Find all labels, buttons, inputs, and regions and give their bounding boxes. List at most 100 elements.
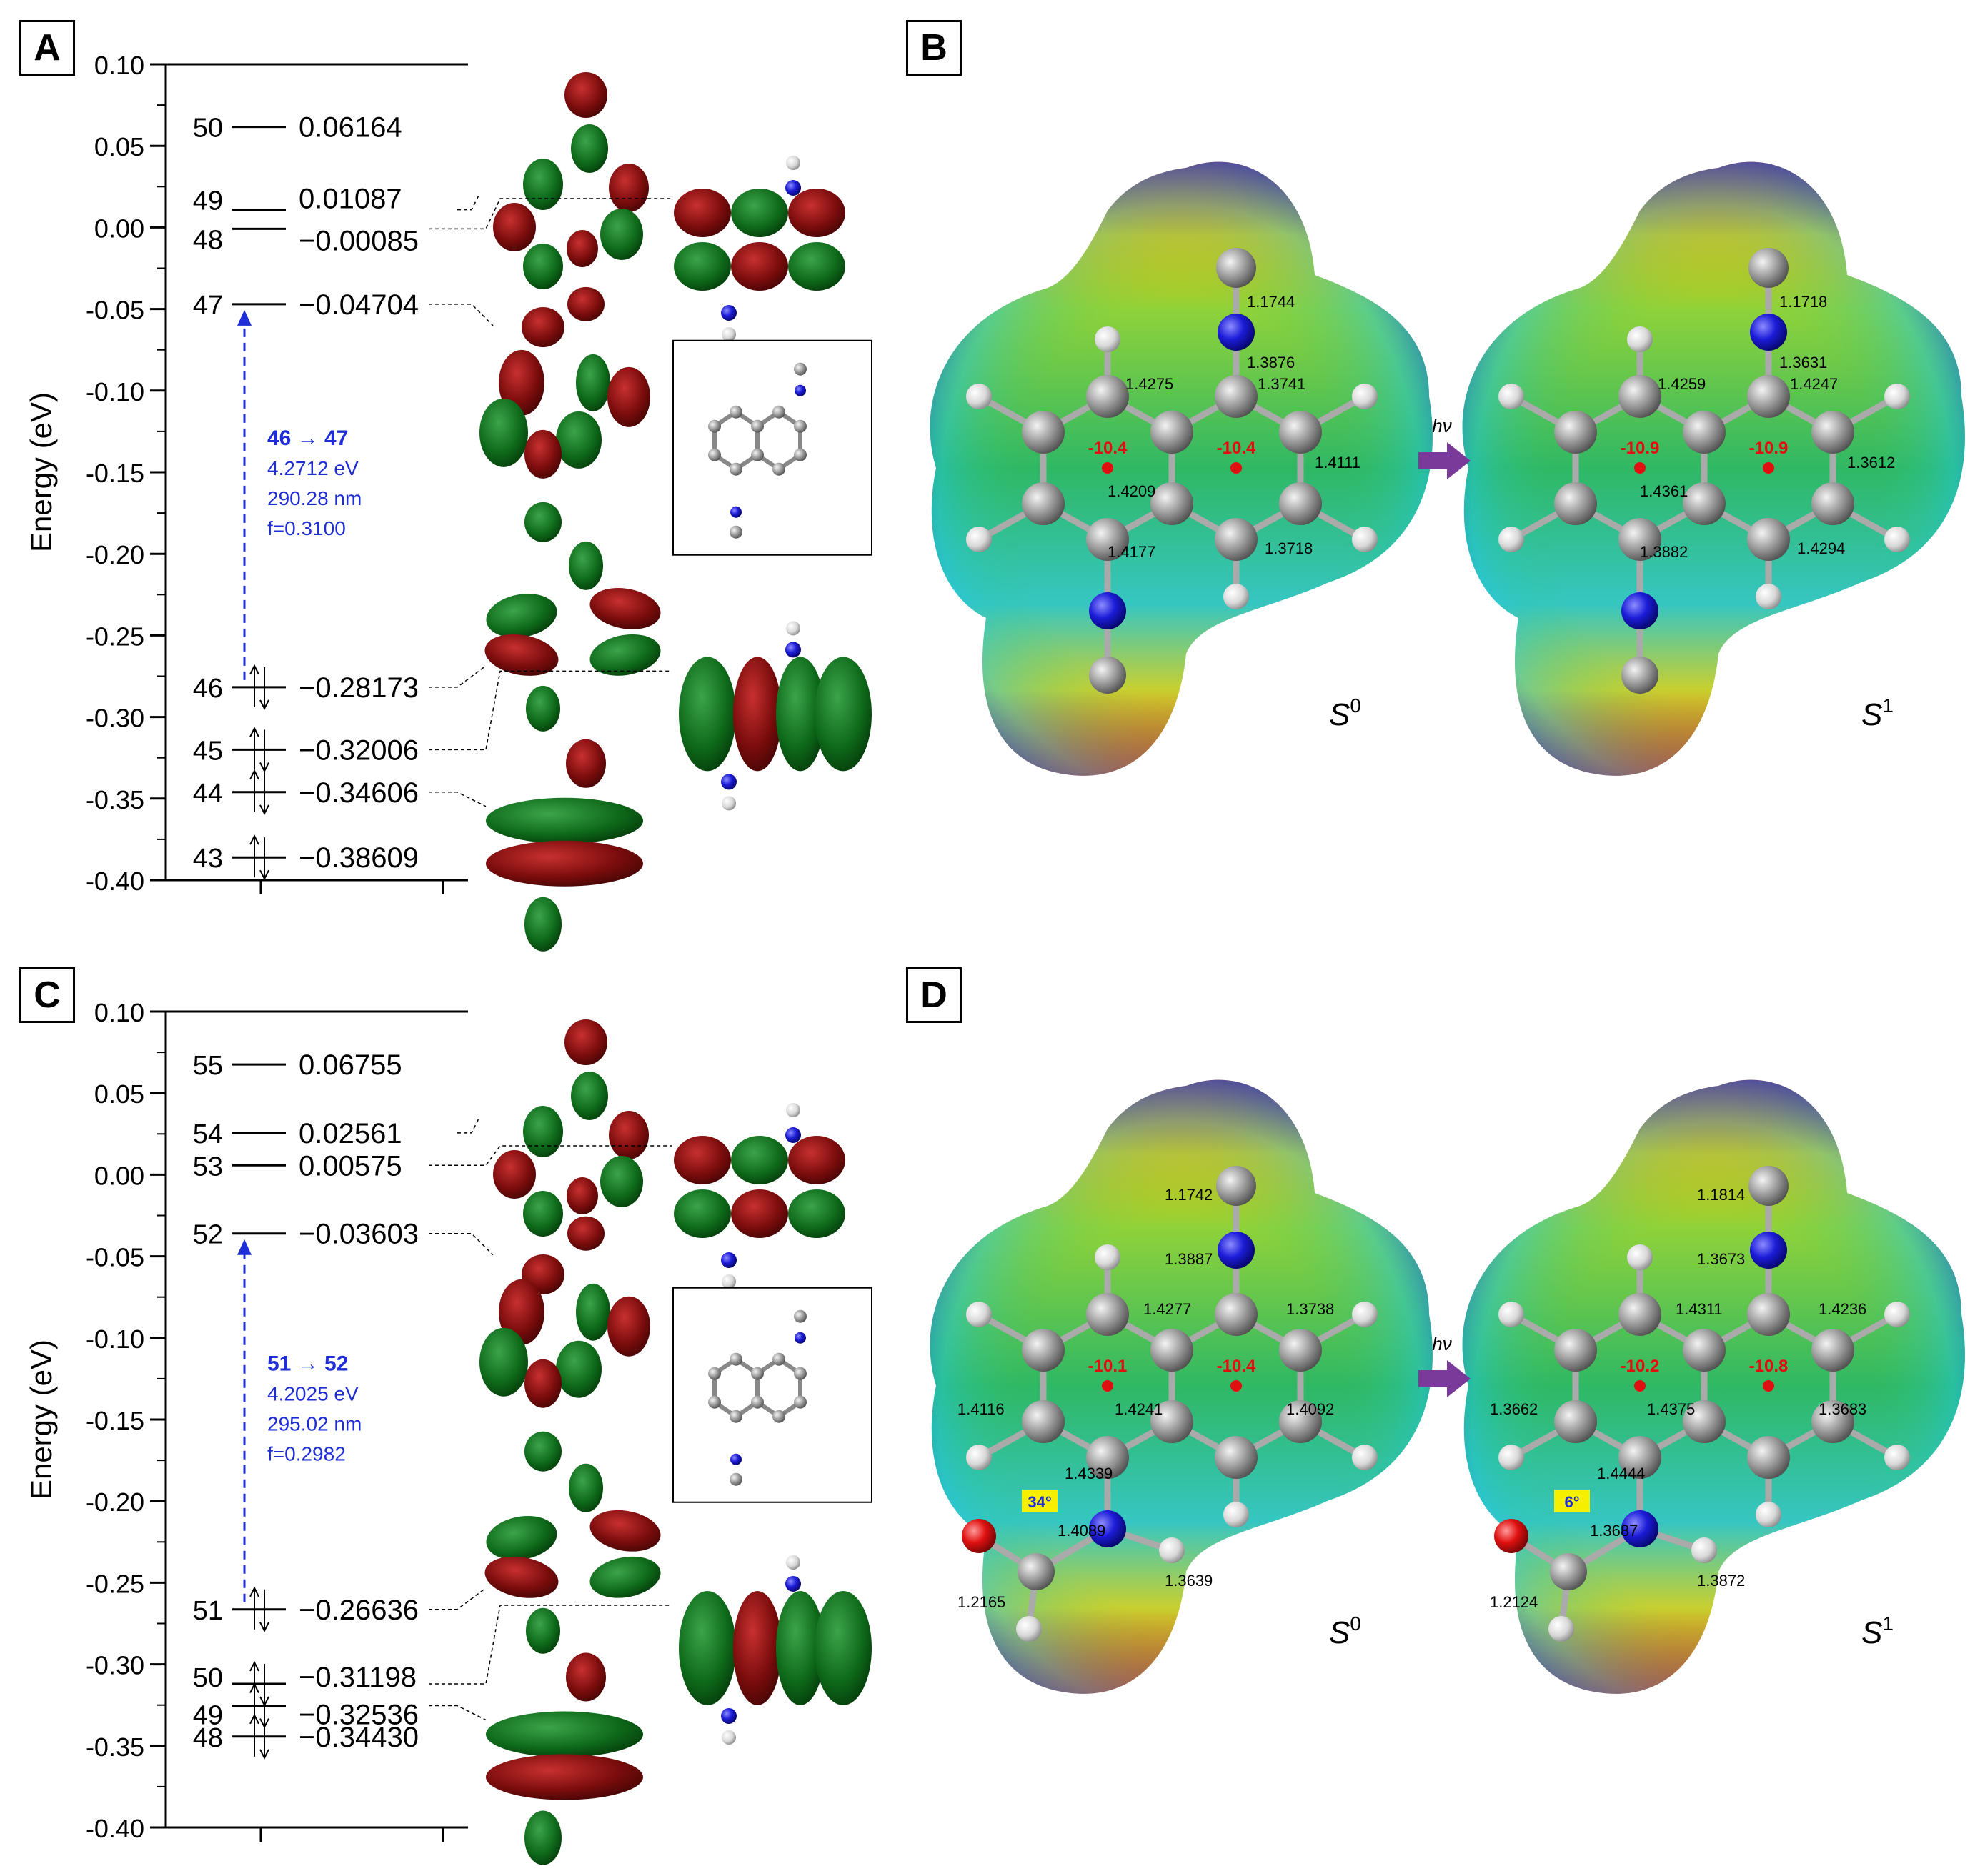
esp-surface-shading	[930, 1079, 1433, 1694]
carbon-atom	[1683, 1400, 1726, 1443]
carbon-atom	[1621, 657, 1658, 694]
bond-length-label: 1.3741	[1258, 375, 1305, 393]
orbital-lobe-negative	[486, 594, 557, 638]
bond-length-label: 1.4339	[1065, 1465, 1113, 1482]
orbital-lobe-positive	[493, 203, 536, 251]
orbital-number: 55	[193, 1051, 223, 1081]
bond-length-label: 1.4275	[1125, 375, 1173, 393]
hydrogen-atom	[966, 1302, 992, 1327]
carbon-atom	[1747, 518, 1790, 561]
nics-value: -10.8	[1749, 1357, 1789, 1376]
orbital-energy-value: −0.38609	[299, 842, 419, 874]
orbital-lobe-negative	[815, 1590, 872, 1705]
y-axis-label: Energy (eV)	[24, 1339, 58, 1500]
orbital-connector	[429, 665, 487, 688]
orbital-lobe-negative	[526, 1607, 560, 1654]
y-tick-label: 0.00	[94, 1161, 144, 1190]
orbital-pictures-a	[429, 72, 872, 952]
orbital-lobe-negative	[731, 189, 788, 237]
state-letter: S	[1861, 1615, 1882, 1650]
transition-energy: 4.2025 eV	[267, 1383, 359, 1405]
nitrogen-atom	[1089, 592, 1126, 629]
energy-axis-c: 0.100.050.00-0.05-0.10-0.15-0.20-0.25-0.…	[24, 998, 468, 1843]
hydrogen-atom	[1498, 384, 1524, 409]
orbital-number: 49	[193, 186, 223, 216]
hydrogen-atom	[1352, 1445, 1378, 1470]
bond-length-label: 1.3662	[1490, 1400, 1538, 1418]
carbon-atom	[1618, 518, 1661, 561]
hydrogen-atom	[1627, 1244, 1653, 1270]
orbital-lobe-negative	[788, 242, 845, 291]
oscillator-strength: f=0.2982	[267, 1443, 346, 1465]
orbital-connector	[429, 198, 672, 230]
state-superscript: 0	[1350, 694, 1361, 717]
orbital-lobe-negative	[556, 1340, 602, 1398]
dihedral-angle-value: 34°	[1028, 1493, 1051, 1511]
hydrogen-atom	[1352, 384, 1378, 409]
orbital-lobe-negative	[576, 354, 610, 411]
orbital-lobe-negative	[600, 209, 643, 260]
bond-length-label: 1.4177	[1108, 543, 1155, 561]
orbital-lobe-negative	[556, 411, 602, 469]
spin-down-head	[259, 1749, 269, 1760]
orbital-connector	[429, 1705, 487, 1721]
bond-length-label: 1.4259	[1658, 375, 1706, 393]
carbon-atom	[1811, 411, 1854, 454]
state-superscript: 0	[1350, 1612, 1361, 1635]
transition-energy: 4.2712 eV	[267, 457, 359, 479]
nics-value: -10.1	[1088, 1357, 1128, 1376]
carbon-atom	[1811, 482, 1854, 525]
orbital-lobe-positive	[609, 164, 649, 212]
y-axis-label: Energy (eV)	[24, 392, 58, 552]
bond-length-label: 1.4294	[1797, 539, 1845, 557]
orbital-lobe-positive	[566, 739, 606, 788]
carbon-atom	[708, 448, 721, 461]
orbital-energy-value: −0.03603	[299, 1219, 419, 1250]
hv-label: hν	[1432, 1333, 1451, 1354]
orbital-lobe-negative	[486, 1711, 643, 1757]
carbon-atom	[794, 362, 807, 376]
carbon-atom	[772, 462, 785, 476]
carbon-atom	[730, 1352, 742, 1366]
bond-length-label: 1.3738	[1286, 1300, 1334, 1318]
orbital-lobe-positive	[607, 1296, 650, 1357]
nics-value: -10.2	[1621, 1357, 1660, 1376]
nics-center-dot	[1634, 462, 1646, 474]
carbon-atom	[1150, 1329, 1193, 1372]
spin-down-head	[259, 699, 269, 711]
carbon-atom	[751, 448, 764, 461]
state-letter: S	[1329, 697, 1350, 732]
nitrogen-atom	[1621, 592, 1658, 629]
orbital-energy-value: −0.04704	[299, 289, 419, 321]
spin-down-head	[259, 869, 269, 881]
y-tick-label: -0.10	[86, 1324, 144, 1354]
nitrogen-atom	[785, 180, 801, 196]
nitrogen-atom	[730, 1453, 742, 1465]
y-tick-label: -0.05	[86, 296, 144, 325]
dihedral-angle-box	[1022, 1490, 1058, 1512]
orbital-connector	[429, 1232, 494, 1256]
orbital-number: 52	[193, 1220, 223, 1250]
orbital-number: 45	[193, 736, 223, 766]
orbital-lobe-negative	[486, 797, 643, 844]
bond-length-label: 1.1742	[1165, 1186, 1213, 1204]
orbital-energy-value: −0.28173	[299, 672, 419, 704]
bond-length-label: 1.4311	[1676, 1300, 1723, 1318]
spin-up-head	[249, 727, 259, 737]
transition-wavelength: 295.02 nm	[267, 1413, 362, 1435]
nitrogen-atom	[795, 384, 806, 396]
bond-length-label: 1.3876	[1247, 354, 1295, 371]
bond-length-label: 1.3683	[1819, 1400, 1866, 1418]
carbon-atom	[772, 1410, 785, 1423]
hydrogen-atom	[1223, 1502, 1249, 1527]
nitrogen-atom	[721, 774, 737, 790]
y-tick-label: -0.20	[86, 1487, 144, 1517]
panel-label-b: B	[906, 20, 962, 76]
state-letter: S	[1329, 1615, 1350, 1650]
spin-up-head	[249, 1660, 259, 1672]
carbon-atom	[772, 1352, 785, 1366]
hydrogen-atom	[1627, 326, 1653, 352]
bond-length-label: 1.3631	[1779, 354, 1827, 371]
esp-surface-shading	[1462, 1079, 1965, 1694]
